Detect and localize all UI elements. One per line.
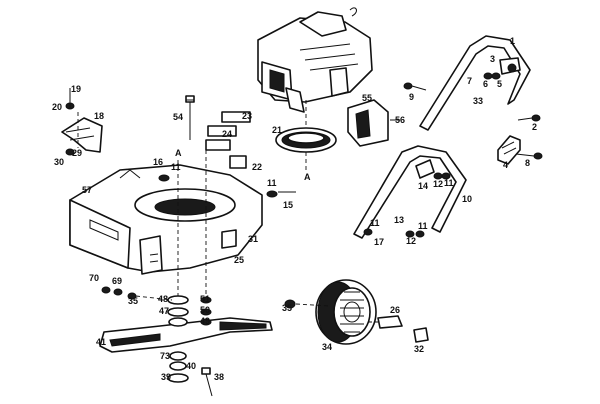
label-15: 15 (283, 200, 293, 210)
wheel-axle (377, 315, 429, 343)
label-12b: 12 (406, 236, 416, 246)
rear-guard (61, 117, 103, 153)
label-48: 48 (158, 294, 168, 304)
label-18: 18 (94, 111, 104, 121)
label-24: 24 (222, 129, 232, 139)
cutting-blade (99, 317, 273, 353)
label-20: 20 (52, 102, 62, 112)
bolt (185, 95, 195, 140)
label-12a: 12 (433, 179, 443, 189)
label-70: 70 (89, 273, 99, 283)
label-17: 17 (374, 237, 384, 247)
label-5: 5 (497, 79, 502, 89)
fasteners (65, 72, 543, 309)
lower-handle (353, 145, 467, 239)
label-8: 8 (525, 158, 530, 168)
label-31: 31 (248, 234, 258, 244)
label-11b: 11 (370, 218, 380, 228)
label-51: 51 (200, 294, 210, 304)
label-57: 57 (82, 185, 92, 195)
label-11a: 11 (267, 178, 277, 188)
blade-hub-stack (167, 295, 213, 397)
label-35b: 35 (282, 303, 292, 313)
label-33: 33 (473, 96, 483, 106)
air-filter (347, 99, 389, 147)
label-11c: 11 (418, 221, 428, 231)
label-13: 13 (394, 215, 404, 225)
label-49: 49 (200, 316, 210, 326)
label-3: 3 (490, 54, 495, 64)
label-16: 16 (153, 157, 163, 167)
label-21: 21 (272, 125, 282, 135)
label-39: 39 (161, 372, 171, 382)
label-40: 40 (186, 361, 196, 371)
label-14: 14 (418, 181, 428, 191)
rear-wheel (315, 279, 377, 345)
label-38: 38 (214, 372, 224, 382)
mower-deck (69, 164, 263, 275)
label-10: 10 (462, 194, 472, 204)
label-73: 73 (160, 351, 170, 361)
label-23: 23 (242, 111, 252, 121)
section-mark-a-left: A (175, 148, 182, 158)
label-26: 26 (390, 305, 400, 315)
label-69: 69 (112, 276, 122, 286)
label-41: 41 (96, 337, 106, 347)
label-29: 29 (72, 148, 82, 158)
label-55: 55 (362, 93, 372, 103)
belt-pulley (275, 127, 337, 153)
label-4: 4 (503, 160, 508, 170)
label-54: 54 (173, 112, 183, 122)
label-7: 7 (467, 76, 472, 86)
label-9: 9 (409, 92, 414, 102)
upper-handle (419, 35, 531, 131)
label-30: 30 (54, 157, 64, 167)
label-35a: 35 (128, 296, 138, 306)
part-labels: 1 2 3 4 5 6 7 8 9 10 11 11 11 11 11 12 1… (52, 36, 537, 382)
section-mark-a-right: A (304, 172, 311, 182)
label-47: 47 (159, 306, 169, 316)
engine (257, 7, 373, 113)
label-25: 25 (234, 255, 244, 265)
leader-lines (77, 99, 378, 323)
label-56: 56 (395, 115, 405, 125)
label-19: 19 (71, 84, 81, 94)
label-34: 34 (322, 342, 332, 352)
label-6: 6 (483, 79, 488, 89)
label-11e: 11 (444, 178, 454, 188)
handle-knob (497, 135, 521, 165)
label-32: 32 (414, 344, 424, 354)
label-1: 1 (510, 36, 515, 46)
label-11d: 11 (171, 162, 181, 172)
label-plates (205, 111, 251, 169)
label-2: 2 (532, 122, 537, 132)
label-50: 50 (200, 305, 210, 315)
label-22: 22 (252, 162, 262, 172)
